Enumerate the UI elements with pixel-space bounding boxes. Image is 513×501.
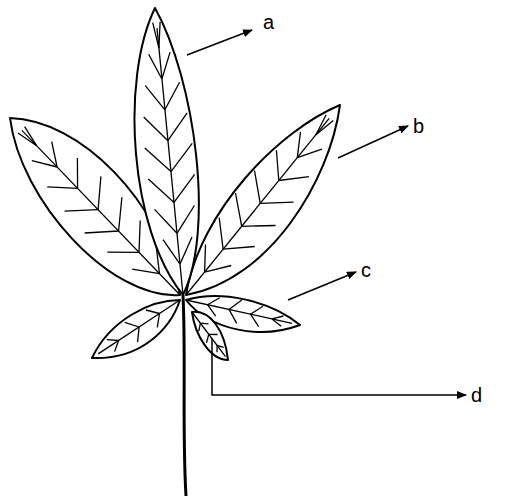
vein <box>209 334 218 336</box>
vein <box>251 314 259 326</box>
vein <box>65 210 99 212</box>
vein <box>98 176 101 209</box>
vein <box>168 113 187 141</box>
leaflet <box>134 8 198 295</box>
vein <box>255 171 261 204</box>
vein <box>219 218 223 250</box>
part-label: d <box>470 385 483 405</box>
vein <box>174 174 195 202</box>
vein <box>208 305 216 317</box>
vein <box>260 202 293 203</box>
vein <box>204 245 206 273</box>
vein <box>251 306 264 314</box>
leader-lines <box>187 30 466 395</box>
vein <box>132 269 159 274</box>
vein <box>107 339 119 341</box>
vein <box>107 252 139 253</box>
vein <box>155 209 178 233</box>
vein <box>22 130 180 295</box>
vein <box>316 115 326 135</box>
vein <box>138 327 140 342</box>
vein <box>149 54 162 79</box>
vein <box>180 237 192 264</box>
vein <box>279 177 309 181</box>
vein <box>208 298 220 305</box>
leaflet <box>192 312 228 360</box>
vein <box>165 82 180 110</box>
vein <box>157 314 159 328</box>
vein <box>148 179 174 203</box>
vein <box>297 149 322 158</box>
vein <box>98 300 180 354</box>
vein <box>276 150 278 180</box>
vein <box>229 309 237 323</box>
leader-line <box>212 338 466 395</box>
vein <box>316 121 333 135</box>
petiole <box>183 295 186 496</box>
vein <box>145 148 171 172</box>
vein <box>47 187 77 189</box>
leader-line <box>338 126 408 158</box>
part-label: b <box>412 116 425 136</box>
vein <box>32 161 57 167</box>
leaflet <box>92 300 180 358</box>
vein <box>85 231 119 233</box>
vein <box>162 52 170 79</box>
vein <box>186 118 329 295</box>
vein <box>177 206 194 234</box>
part-label: c <box>360 260 372 280</box>
vein <box>159 22 160 48</box>
vein <box>205 266 232 273</box>
vein <box>216 346 217 353</box>
vein <box>297 132 300 158</box>
vein <box>146 310 160 314</box>
vein <box>145 86 165 110</box>
vein <box>229 300 242 309</box>
compound-leaf <box>10 8 340 360</box>
vein <box>25 127 37 146</box>
vein <box>223 247 255 250</box>
vein <box>156 246 159 274</box>
vein <box>272 316 283 319</box>
vein <box>52 142 57 167</box>
vein <box>119 197 122 231</box>
part-label: a <box>262 12 275 32</box>
leader-line <box>288 272 356 300</box>
vein <box>139 221 140 253</box>
vein <box>115 341 119 352</box>
leaf-veins <box>18 22 333 357</box>
vein <box>125 322 139 327</box>
vein <box>163 240 180 264</box>
leader-line <box>187 30 252 55</box>
vein <box>217 346 224 348</box>
vein <box>153 23 159 48</box>
vein <box>272 319 281 326</box>
leaflet <box>186 105 340 295</box>
vein <box>144 117 168 141</box>
vein <box>186 300 292 323</box>
vein <box>242 225 276 227</box>
vein <box>192 312 226 357</box>
vein <box>77 158 78 188</box>
vein <box>171 143 192 171</box>
vein <box>236 193 242 226</box>
vein <box>18 133 37 146</box>
vein <box>199 323 201 331</box>
vein <box>207 334 209 343</box>
vein <box>200 323 208 325</box>
